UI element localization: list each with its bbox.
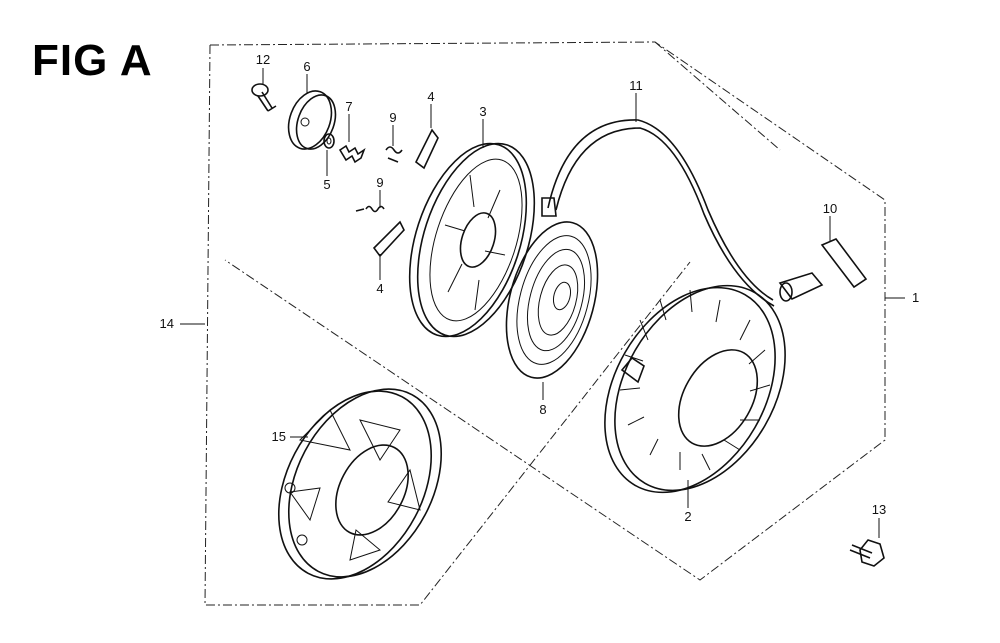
callout-1: 1 xyxy=(912,290,919,305)
part-9-spring-lower xyxy=(355,205,385,213)
callout-3: 3 xyxy=(479,104,486,119)
part-4-pawl-lower xyxy=(372,220,405,258)
callout-15: 15 xyxy=(272,429,286,444)
callout-12: 12 xyxy=(256,52,270,67)
callout-11: 11 xyxy=(629,78,643,93)
part-5-washer xyxy=(323,133,335,149)
callout-5: 5 xyxy=(323,177,330,192)
callout-7: 7 xyxy=(345,99,352,114)
part-10-handle xyxy=(778,238,868,302)
callout-14: 14 xyxy=(160,316,174,331)
part-2-starter-case xyxy=(604,284,786,494)
part-9-spring-upper xyxy=(385,146,403,163)
part-3-pulley xyxy=(408,142,536,338)
callout-13: 13 xyxy=(872,502,886,517)
part-13-flange-bolt xyxy=(849,539,885,567)
part-4-pawl-upper xyxy=(414,128,439,170)
part-12-bolt xyxy=(251,83,277,112)
callout-4-lower: 4 xyxy=(376,281,383,296)
part-8-recoil-spring xyxy=(505,221,599,379)
callout-labels: 12 6 7 5 9 4 3 9 4 11 10 1 14 8 15 2 13 xyxy=(160,52,920,524)
callout-4-upper: 4 xyxy=(427,89,434,104)
figure-title: FIG A xyxy=(32,36,153,85)
callout-8: 8 xyxy=(539,402,546,417)
callout-9-upper: 9 xyxy=(389,110,396,125)
part-15-starter-cover xyxy=(277,388,443,580)
part-7-spring xyxy=(338,144,366,164)
callout-2: 2 xyxy=(684,509,691,524)
leader-lines xyxy=(180,68,905,538)
callout-9-lower: 9 xyxy=(376,175,383,190)
assembly-outline-14 xyxy=(204,41,886,606)
part-6-plate xyxy=(287,90,337,150)
part-11-rope xyxy=(541,119,775,307)
callout-10: 10 xyxy=(823,201,837,216)
callout-6: 6 xyxy=(303,59,310,74)
